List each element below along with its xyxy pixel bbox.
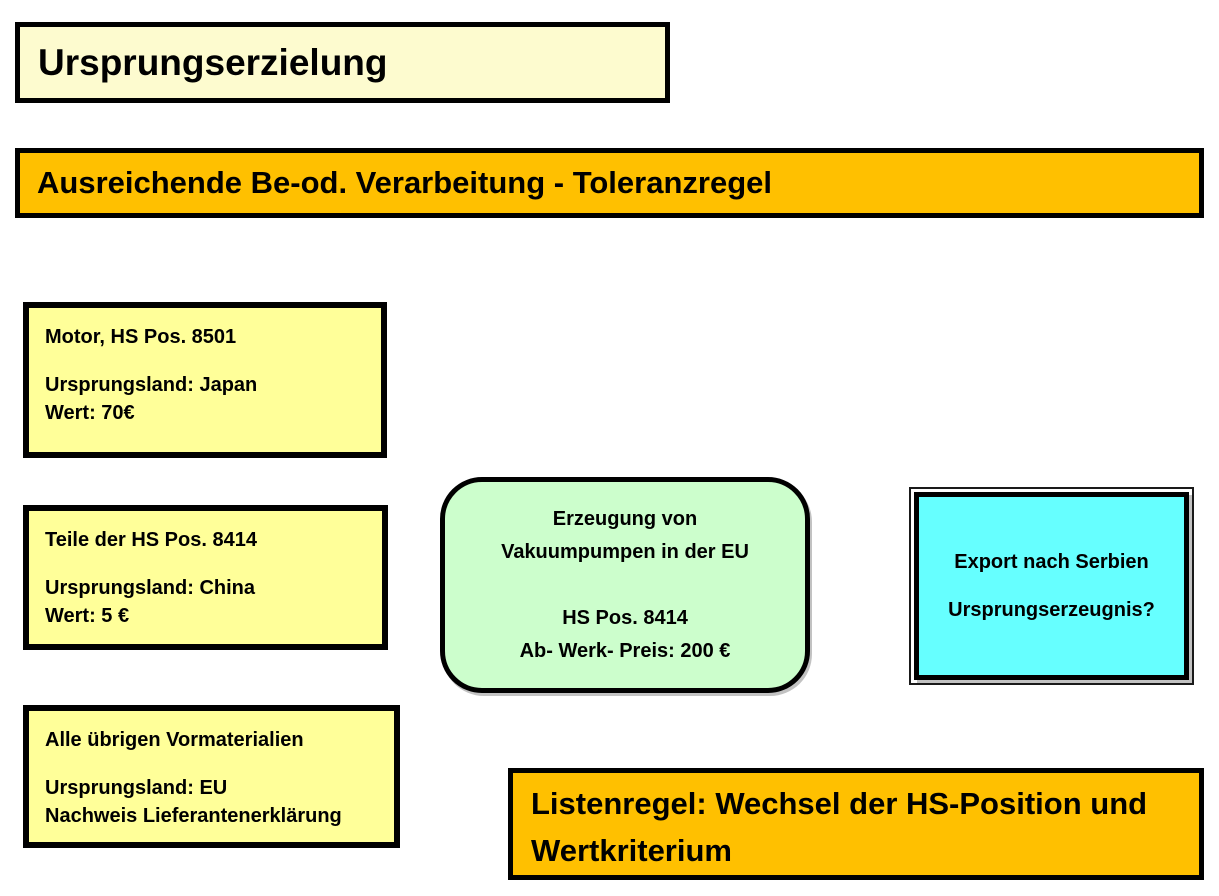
process-line: Erzeugung von (552, 507, 698, 530)
topic-banner: Ausreichende Be-od. Verarbeitung - Toler… (15, 148, 1204, 218)
material-line-spacer (45, 351, 373, 371)
process-line-spacer (445, 569, 805, 602)
material-line-spacer (45, 554, 374, 574)
material-line: Nachweis Lieferantenerklärung (45, 805, 342, 827)
process-line: HS Pos. 8414 (562, 606, 688, 629)
material-line: Teile der HS Pos. 8414 (45, 529, 257, 551)
material-line: Wert: 5 € (45, 605, 130, 627)
rule-banner: Listenregel: Wechsel der HS-Position und… (508, 768, 1204, 880)
process-box-erzeugung: Erzeugung von Vakuumpumpen in der EU HS … (440, 477, 810, 693)
material-line: Ursprungsland: EU (45, 777, 228, 799)
material-line: Motor, HS Pos. 8501 (45, 326, 237, 348)
material-line: Ursprungsland: China (45, 577, 256, 599)
material-line-spacer (45, 754, 386, 774)
export-box-serbien: Export nach Serbien Ursprungserzeugnis? (909, 487, 1194, 685)
slide-title-box: Ursprungserzielung (15, 22, 670, 103)
material-box-teile: Teile der HS Pos. 8414 Ursprungsland: Ch… (23, 505, 388, 650)
material-line: Alle übrigen Vormaterialien (45, 729, 304, 751)
topic-banner-label: Ausreichende Be-od. Verarbeitung - Toler… (37, 165, 772, 200)
material-line: Ursprungsland: Japan (45, 374, 258, 396)
rule-banner-label: Listenregel: Wechsel der HS-Position und… (531, 786, 1148, 868)
material-box-motor: Motor, HS Pos. 8501 Ursprungsland: Japan… (23, 302, 387, 458)
export-line: Export nach Serbien (954, 551, 1149, 573)
process-line: Vakuumpumpen in der EU (501, 540, 749, 563)
material-line: Wert: 70€ (45, 402, 135, 424)
material-box-uebrige-vormaterialien: Alle übrigen Vormaterialien Ursprungslan… (23, 705, 400, 848)
export-line-spacer (919, 574, 1184, 598)
export-line: Ursprungserzeugnis? (948, 599, 1155, 621)
process-line: Ab- Werk- Preis: 200 € (519, 639, 731, 662)
slide-title: Ursprungserzielung (38, 41, 388, 83)
